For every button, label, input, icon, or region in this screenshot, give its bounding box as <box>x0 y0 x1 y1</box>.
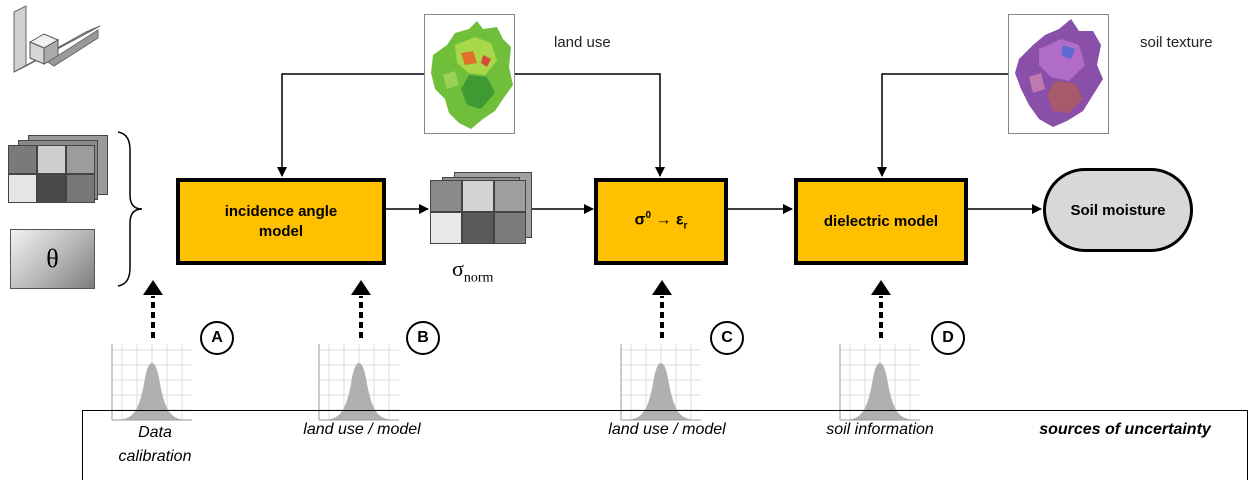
sigma-norm-subscript: norm <box>463 270 494 286</box>
soil-moisture-output: Soil moisture <box>1043 168 1193 252</box>
incidence-angle-model-label: incidence angle model <box>224 202 338 240</box>
conversion-sigma-symbol: σ <box>634 211 646 229</box>
input-brace <box>117 131 143 287</box>
land-use-map <box>424 14 515 134</box>
dielectric-model-label: dielectric model <box>823 212 939 230</box>
soil-texture-map-image <box>1015 19 1103 127</box>
footer-soil-information: soil information <box>826 421 934 438</box>
sigma-norm-symbol: σ <box>452 256 464 281</box>
uncertainty-marker-a: A <box>200 321 234 355</box>
uncertainty-arrowhead-d <box>871 280 891 295</box>
conversion-sigma-superscript: 0 <box>645 210 652 222</box>
normalized-backscatter-stack <box>430 172 534 248</box>
uncertainty-marker-d: D <box>931 321 965 355</box>
incidence-angle-model-box: incidence angle model <box>176 178 386 265</box>
uncertainty-arrowhead-b <box>351 280 371 295</box>
conversion-label: σ0 → εr <box>635 206 688 237</box>
uncertainty-arrowhead-a <box>143 280 163 295</box>
soil-texture-map <box>1008 14 1109 134</box>
conversion-epsilon-subscript: r <box>683 220 688 232</box>
footer-land-use-model-1: land use / model <box>303 421 421 438</box>
backscatter-image-stack <box>8 135 108 205</box>
footer-sources-of-uncertainty: sources of uncertainty <box>1039 421 1211 438</box>
incidence-angle-input: θ <box>10 229 95 289</box>
theta-symbol: θ <box>46 244 59 273</box>
backscatter-to-permittivity-box: σ0 → εr <box>594 178 728 265</box>
conversion-arrow-glyph: → <box>655 211 672 229</box>
land-use-to-conversion-arrow <box>514 73 665 177</box>
uncertainty-marker-b: B <box>406 321 440 355</box>
soil-texture-label: soil texture <box>1140 34 1213 51</box>
uncertainty-histogram-b <box>318 344 399 421</box>
land-use-to-incidence-arrow <box>277 73 425 177</box>
footer-data-calibration: Data calibration <box>118 424 192 465</box>
soil-moisture-label: Soil moisture <box>1070 201 1166 219</box>
dielectric-model-box: dielectric model <box>794 178 968 265</box>
land-use-map-image <box>431 21 513 129</box>
uncertainty-histogram-c <box>620 344 701 421</box>
soil-texture-to-dielectric-arrow <box>877 73 1009 177</box>
uncertainty-arrowhead-c <box>652 280 672 295</box>
footer-land-use-model-2: land use / model <box>608 421 726 438</box>
land-use-label: land use <box>554 34 611 51</box>
uncertainty-sources-panel <box>82 410 1248 480</box>
viewing-geometry-icon <box>13 5 101 73</box>
uncertainty-histogram-d <box>839 344 920 421</box>
uncertainty-marker-c: C <box>710 321 744 355</box>
sigma-norm-label: σnorm <box>452 256 493 286</box>
conversion-epsilon-symbol: ε <box>675 211 684 229</box>
